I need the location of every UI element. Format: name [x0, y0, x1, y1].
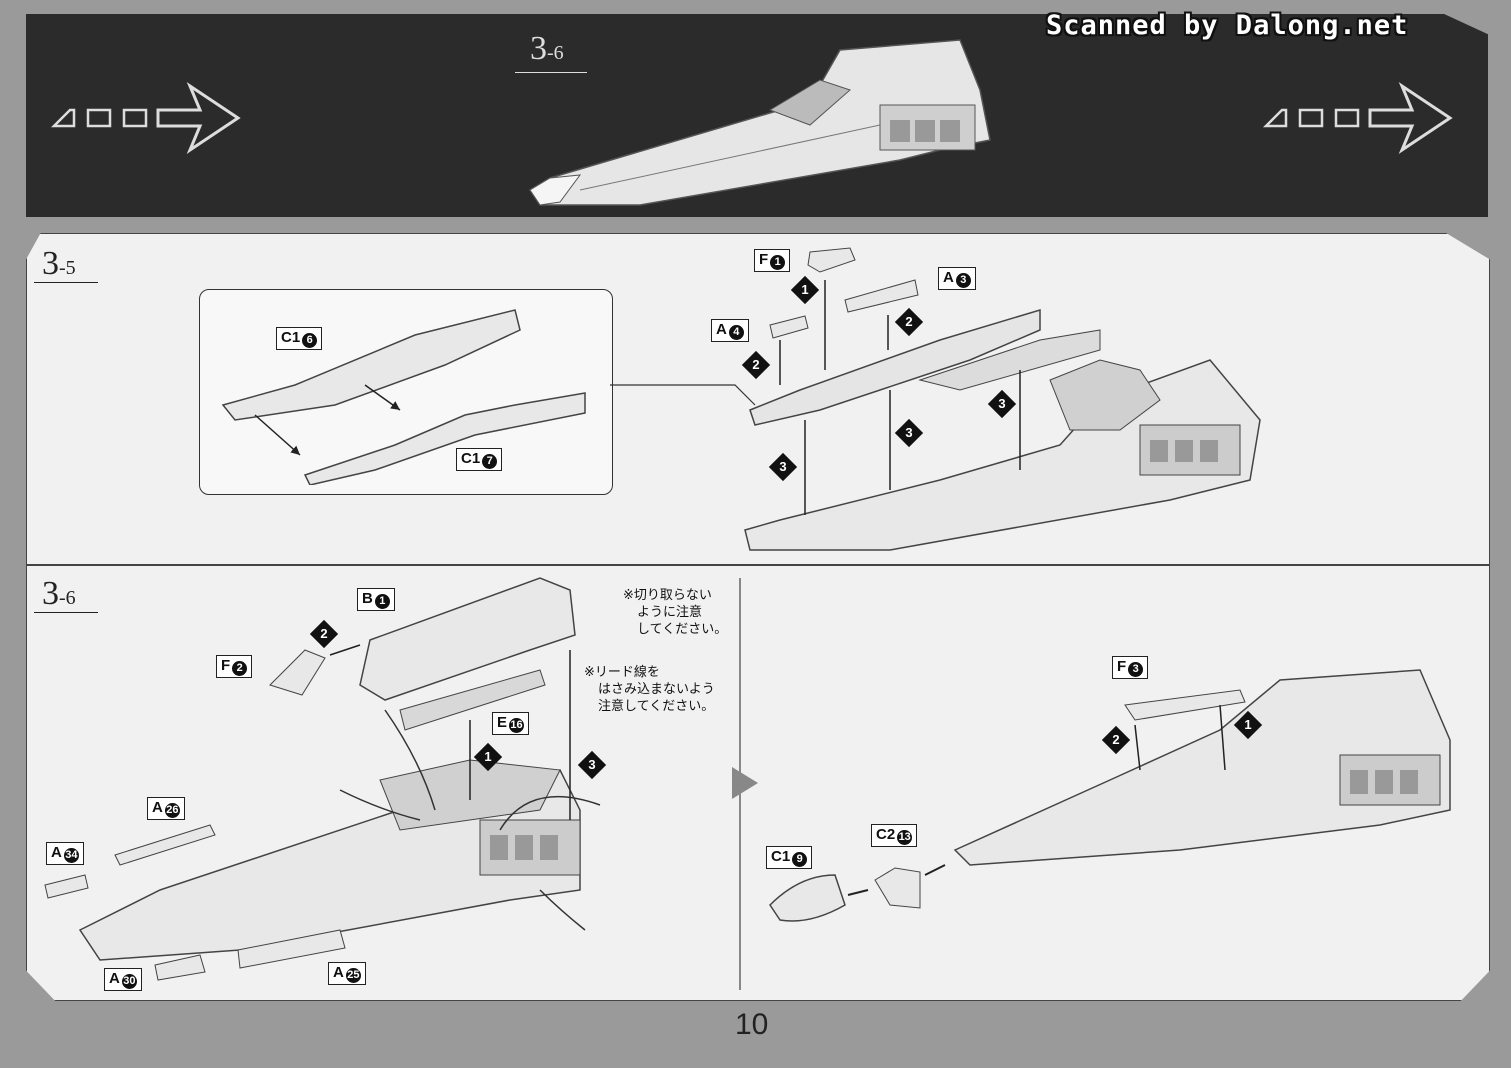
- left-direction-arrow-icon: [50, 82, 241, 154]
- step-3-5-title-rule: [34, 282, 98, 283]
- step-marker-2-right: 2: [1101, 725, 1131, 755]
- note-lead-wire: ※リード線を はさみ込まないよう 注意してください。: [584, 665, 715, 714]
- right-direction-arrow-icon: [1262, 82, 1453, 154]
- page-number: 10: [735, 1008, 769, 1041]
- step-marker-3a: 3: [987, 389, 1017, 419]
- step-3-5-assembly-illustration: [744, 247, 1261, 551]
- step-marker-1-right: 1: [1233, 710, 1263, 740]
- step-marker-1-left: 1: [473, 742, 503, 772]
- step-marker-2a: 2: [894, 307, 924, 337]
- inset-connector-line: [610, 384, 756, 406]
- watermark: Scanned by Dalong.net: [1046, 10, 1409, 41]
- step-marker-2b: 2: [741, 350, 771, 380]
- step-marker-2-left: 2: [309, 619, 339, 649]
- step-3-6-title-rule: [34, 612, 98, 613]
- header-step-title: 3-6: [515, 30, 587, 73]
- step-marker-3b: 3: [894, 418, 924, 448]
- step-3-5-title: 3-5: [42, 245, 76, 282]
- inset-parts-illustration: [221, 309, 586, 485]
- step-marker-3-left: 3: [577, 750, 607, 780]
- step-marker-1: 1: [790, 275, 820, 305]
- step-3-6-left-illustration: [44, 577, 601, 981]
- step-3-6-title: 3-6: [42, 575, 76, 612]
- proceed-triangle-icon: [732, 767, 758, 799]
- completed-fuselage-illustration: [528, 39, 991, 206]
- step-3-6-right-illustration: [769, 669, 1451, 922]
- step-marker-3c: 3: [768, 452, 798, 482]
- note-do-not-cut: ※切り取らない ように注意 してください。: [623, 588, 728, 637]
